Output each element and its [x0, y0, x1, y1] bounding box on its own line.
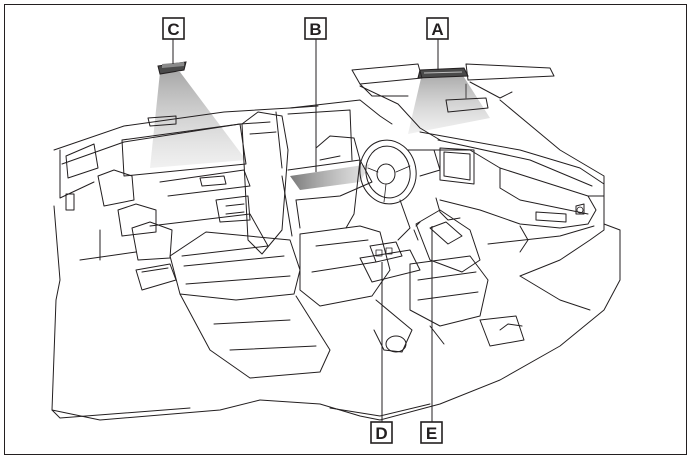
- callout-e: E: [420, 421, 443, 444]
- callout-c: C: [162, 17, 185, 40]
- car-interior-line-art: [51, 63, 621, 421]
- rear-dome-lamp: [157, 61, 187, 75]
- front-overhead-lamp: [417, 67, 469, 79]
- door-light-beam: [290, 164, 370, 190]
- callout-b: B: [304, 17, 327, 40]
- front-map-light-beam: [408, 74, 490, 134]
- callout-b-label: B: [309, 20, 321, 39]
- callout-a-label: A: [431, 20, 443, 39]
- callout-a: A: [426, 17, 449, 40]
- callout-d: D: [370, 421, 393, 444]
- rear-dome-light-beam: [150, 72, 246, 168]
- callout-d-label: D: [375, 424, 387, 443]
- callout-c-label: C: [167, 20, 179, 39]
- callout-e-label: E: [426, 424, 437, 443]
- diagram-frame: [4, 4, 687, 455]
